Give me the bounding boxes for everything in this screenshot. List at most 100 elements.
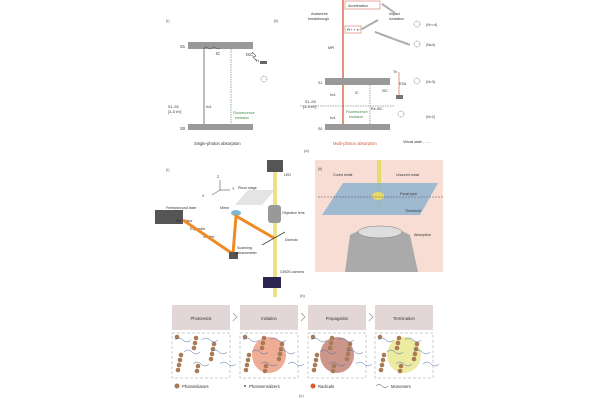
led [267, 160, 283, 172]
scanning-label-2: galvanometer [235, 251, 258, 255]
photoinitiator [347, 341, 353, 347]
photoinitiator [177, 357, 183, 363]
photoinitiator [262, 368, 268, 374]
panel-a-ii: (ii) Acceleration Avalanche breakthrough… [274, 0, 437, 146]
photosensitizer-legend-icon [244, 385, 246, 387]
reisc-label: Re-ISC [371, 107, 383, 111]
label-b: (b) [300, 293, 306, 298]
monomer [346, 349, 364, 355]
photoinitiator [396, 335, 402, 341]
radical-icon [260, 75, 268, 83]
impact-label-2: ionization [389, 17, 404, 21]
pi-e-box [344, 25, 362, 34]
radical-icon [413, 40, 421, 48]
photoinitiator [344, 356, 350, 362]
photoinitiator [313, 357, 319, 363]
label-a: (a) [304, 148, 310, 153]
photoinitiator [195, 363, 201, 369]
monomer [355, 361, 373, 367]
s1-level [325, 78, 390, 85]
hv1-label: hν1 [330, 93, 336, 97]
chevron-right-icon [368, 312, 374, 322]
s1-level [188, 42, 253, 49]
label-c: (c) [299, 393, 304, 398]
photoinitiator-legend-icon [174, 383, 180, 389]
s0-label: S0 [180, 126, 186, 131]
stage-box [308, 305, 366, 330]
photoinitiator [191, 345, 197, 351]
uncured-label: Uncured resist [396, 173, 419, 177]
stage-box [375, 305, 433, 330]
piezo-stage [235, 190, 275, 205]
photoinitiator [208, 356, 214, 362]
absorption-label: Absorption [414, 233, 431, 237]
scanning-label: Scanning [237, 246, 252, 250]
photoinitiator [327, 345, 333, 351]
photoinitiator [329, 335, 335, 341]
photoinitiator [345, 351, 351, 357]
caption-multi-photon: Multi-photon absorption [333, 141, 377, 146]
photoinitiator [261, 335, 267, 341]
photoinitiator [176, 362, 182, 368]
stage-label: Termination [393, 316, 415, 321]
photoinitiator [397, 368, 403, 374]
monomer [310, 337, 328, 343]
reaction-zone [252, 337, 286, 373]
t1-level [260, 61, 267, 64]
monomer [269, 337, 287, 343]
photoinitiator [245, 357, 251, 363]
photoinitiator [194, 368, 200, 374]
photoinitiator [178, 352, 184, 358]
photoinitiator [330, 368, 336, 374]
monomer [174, 337, 192, 343]
ic-wave [203, 46, 221, 50]
photoinitiator [331, 363, 337, 369]
reaction-zone [320, 337, 354, 373]
t1-label: T1 [255, 59, 259, 63]
ic-label: IC [216, 51, 220, 56]
monomer [278, 349, 296, 355]
photoinitiator [246, 352, 252, 358]
monomer [219, 361, 237, 367]
photoinitiator [244, 362, 250, 368]
photoinitiator [381, 352, 387, 358]
femtosecond-laser [155, 210, 183, 224]
fluorescence-label-2: emission [235, 116, 249, 120]
focal-spot [372, 192, 384, 200]
objective-lens [268, 205, 281, 223]
monomer [260, 361, 278, 367]
s0-level [188, 124, 253, 130]
label-a-ii: (ii) [274, 18, 279, 23]
isc-spring [251, 51, 258, 62]
pi-e-label: PI+ + e− [347, 28, 361, 32]
s1-label: S1 [318, 81, 322, 85]
molecule-box [239, 332, 299, 379]
photoinitiator [380, 357, 386, 363]
s0-label: S0 [318, 127, 322, 131]
monomer [287, 361, 305, 367]
monomer [242, 337, 260, 343]
legend-label: Monomers [391, 384, 411, 389]
mirror [231, 210, 241, 216]
monomer [395, 361, 413, 367]
stage-box [172, 305, 230, 330]
piezo-label: Piezo stage [238, 186, 257, 190]
impact-label: Impact [389, 12, 400, 16]
hv2-label: hν1 [330, 116, 336, 120]
photoinitiator [311, 367, 317, 373]
photoinitiator [394, 345, 400, 351]
avalanche-label-2: breakthrough [308, 17, 329, 21]
radical-legend-icon [310, 383, 316, 389]
monomer [319, 349, 337, 355]
photoinitiator [276, 356, 282, 362]
molecule-box [307, 332, 367, 379]
axis-x: X [202, 194, 205, 198]
stage-label: Initiation [261, 316, 277, 321]
mirror-label: Mirror [220, 206, 230, 210]
monomer [201, 337, 219, 343]
photoinitiator [328, 340, 334, 346]
acceleration-label: Acceleration [348, 4, 368, 8]
gap-label: S1–S0 [305, 100, 316, 104]
